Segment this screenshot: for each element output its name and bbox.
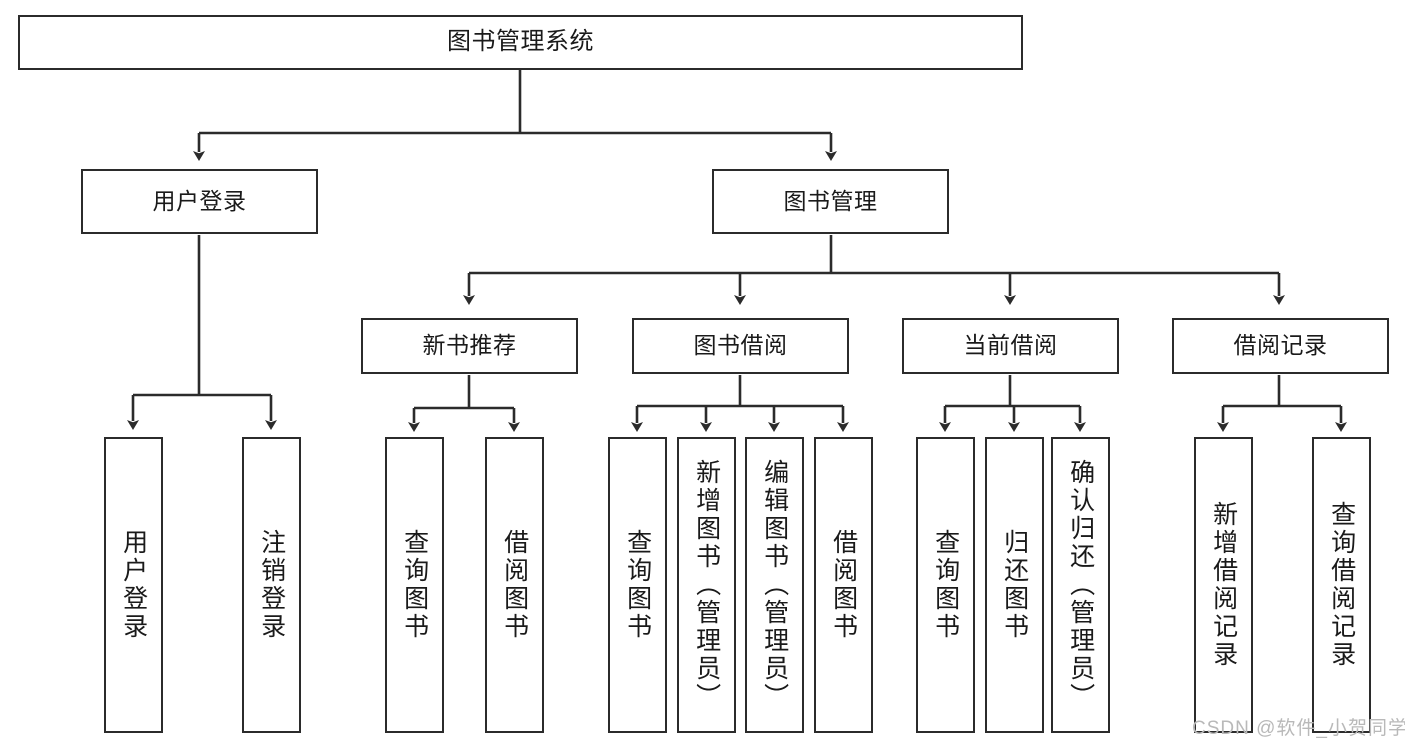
node-leaf-add-book-admin[interactable]: 新增图书（管理员） [677, 437, 736, 733]
node-label: 图书管理系统 [447, 28, 594, 56]
node-leaf-user-login[interactable]: 用户登录 [104, 437, 163, 733]
node-label: 用户登录 [119, 529, 148, 641]
node-label: 查询借阅记录 [1327, 501, 1356, 669]
node-label: 新增图书（管理员） [692, 459, 721, 711]
node-current-borrow[interactable]: 当前借阅 [902, 318, 1119, 374]
node-label: 查询图书 [931, 529, 960, 641]
node-label: 查询图书 [400, 529, 429, 641]
node-user-login[interactable]: 用户登录 [81, 169, 318, 234]
node-book-borrow[interactable]: 图书借阅 [632, 318, 849, 374]
node-new-book-recommend[interactable]: 新书推荐 [361, 318, 578, 374]
node-leaf-confirm-return-admin[interactable]: 确认归还（管理员） [1051, 437, 1110, 733]
node-label: 归还图书 [1000, 529, 1029, 641]
node-label: 编辑图书（管理员） [760, 459, 789, 711]
node-root-book-management-system[interactable]: 图书管理系统 [18, 15, 1023, 70]
node-label: 新增借阅记录 [1209, 501, 1238, 669]
node-label: 注销登录 [257, 529, 286, 641]
node-leaf-query-borrow-record[interactable]: 查询借阅记录 [1312, 437, 1371, 733]
node-leaf-logout[interactable]: 注销登录 [242, 437, 301, 733]
csdn-watermark: CSDN @软件_小贺同学 [1192, 718, 1405, 739]
node-book-management[interactable]: 图书管理 [712, 169, 949, 234]
node-label: 图书借阅 [693, 332, 788, 359]
node-label: 用户登录 [152, 187, 247, 214]
node-leaf-borrow-book-recommend[interactable]: 借阅图书 [485, 437, 544, 733]
node-borrow-record[interactable]: 借阅记录 [1172, 318, 1389, 374]
node-leaf-borrow-book[interactable]: 借阅图书 [814, 437, 873, 733]
node-leaf-return-book[interactable]: 归还图书 [985, 437, 1044, 733]
node-leaf-query-book-current[interactable]: 查询图书 [916, 437, 975, 733]
node-leaf-query-book-recommend[interactable]: 查询图书 [385, 437, 444, 733]
node-label: 确认归还（管理员） [1066, 459, 1095, 711]
node-label: 当前借阅 [963, 332, 1058, 359]
node-leaf-edit-book-admin[interactable]: 编辑图书（管理员） [745, 437, 804, 733]
node-label: 借阅记录 [1233, 332, 1328, 359]
node-leaf-query-book-borrow[interactable]: 查询图书 [608, 437, 667, 733]
node-label: 图书管理 [783, 187, 878, 214]
node-label: 借阅图书 [500, 529, 529, 641]
node-leaf-add-borrow-record[interactable]: 新增借阅记录 [1194, 437, 1253, 733]
node-label: 查询图书 [623, 529, 652, 641]
node-label: 新书推荐 [422, 332, 517, 359]
node-label: 借阅图书 [829, 529, 858, 641]
